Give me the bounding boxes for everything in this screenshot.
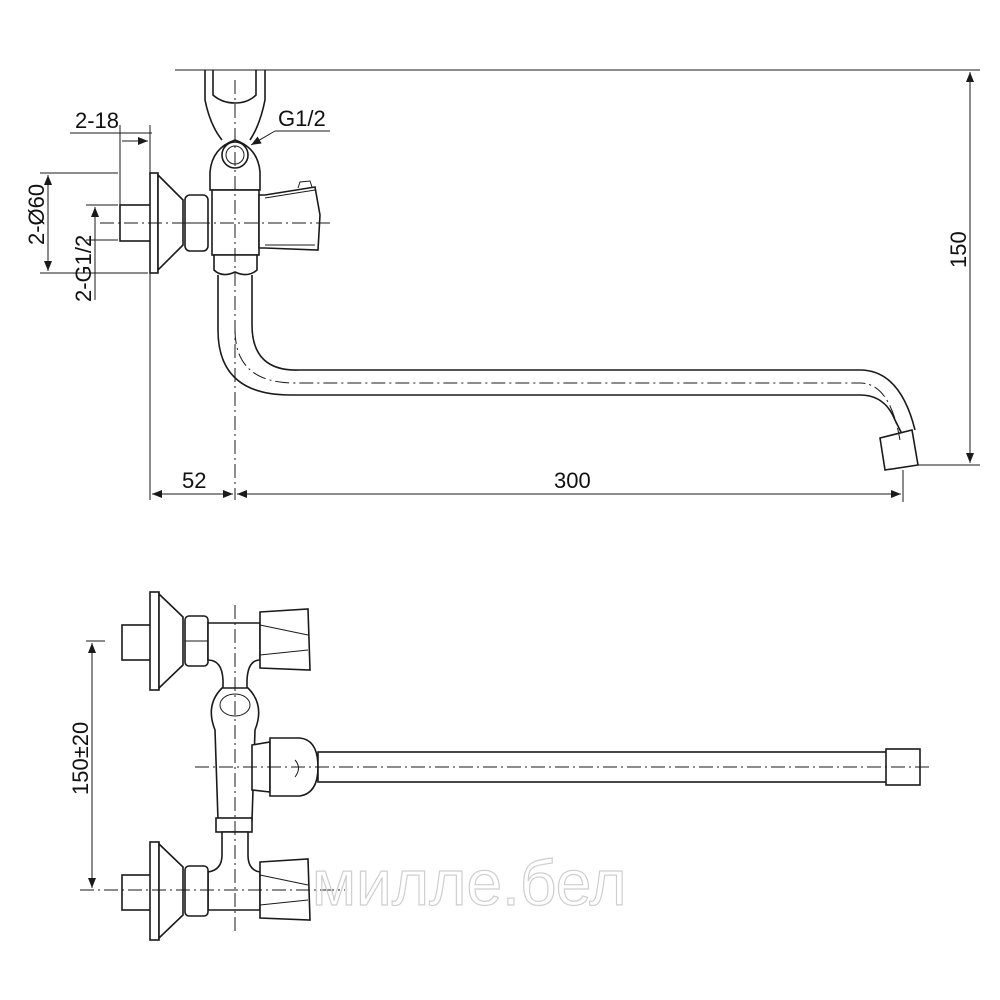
column-nut — [215, 817, 253, 833]
spout-nozzle — [879, 429, 919, 471]
lower-inlet-stub — [121, 874, 153, 911]
wall-offset-label: 52 — [182, 468, 206, 493]
inlet-thread-label: 2-G1/2 — [71, 235, 96, 302]
center-distance-label: 150±20 — [68, 722, 93, 795]
top-view: 150 2-18 G1/2 — [24, 69, 980, 502]
escutcheon-cone — [157, 173, 184, 272]
lower-valve-body — [207, 831, 261, 911]
lower-escutcheon — [149, 841, 160, 941]
escutcheon-diameter-label: 2-Ø60 — [24, 184, 49, 245]
watermark: милле.бел — [312, 847, 627, 919]
upper-escutcheon — [149, 591, 160, 691]
front-view: 150±20 — [68, 591, 930, 941]
upper-inlet-stub — [121, 624, 153, 661]
valve-handle — [258, 186, 321, 251]
spout-outer — [217, 275, 906, 441]
lower-hex-nut — [184, 865, 209, 917]
outlet-thread-label: G1/2 — [278, 106, 326, 131]
spout-inner — [251, 275, 916, 431]
spout-length-label: 300 — [554, 468, 591, 493]
thread-length-label: 2-18 — [75, 108, 119, 133]
height-dimension-label: 150 — [946, 231, 971, 268]
upper-handle — [259, 608, 311, 671]
